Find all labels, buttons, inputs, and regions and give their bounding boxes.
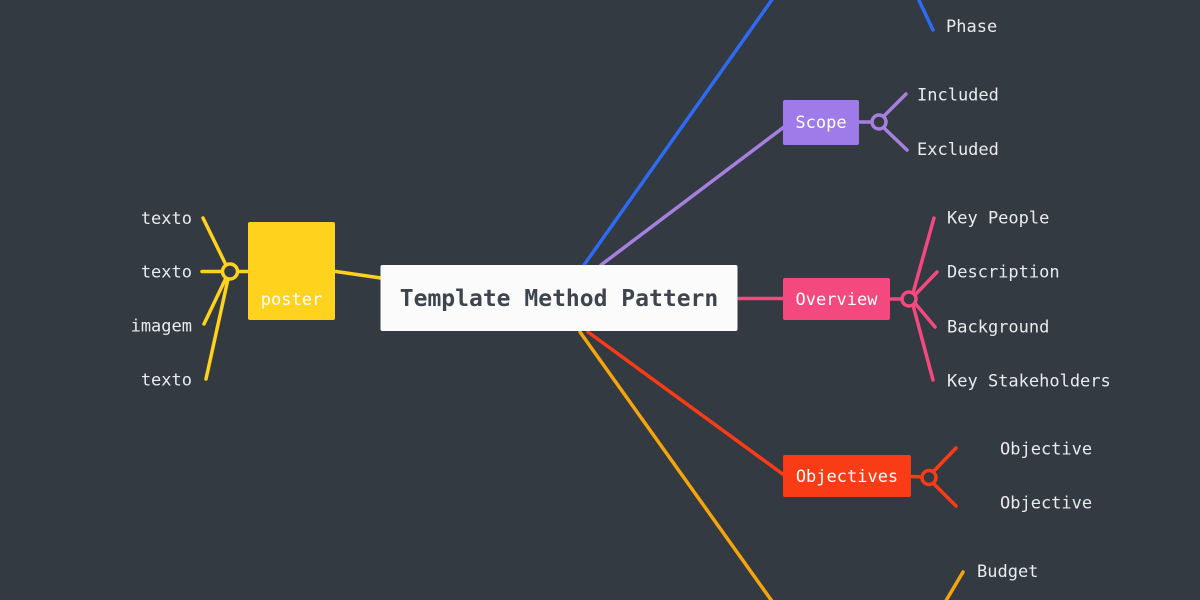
leaf-key-people[interactable]: Key People — [947, 209, 1049, 229]
objectives-junction-toggle[interactable] — [920, 468, 938, 487]
edge-poster-texto-3 — [204, 277, 230, 381]
scope-junction-toggle[interactable] — [870, 113, 888, 131]
objectives-node-label: Objectives — [796, 467, 898, 487]
leaf-texto-3[interactable]: texto — [141, 371, 192, 391]
edge-root-scope — [599, 125, 786, 267]
edge-poster-imagem — [202, 276, 228, 326]
leaf-objective-1[interactable]: Objective — [1000, 440, 1092, 460]
edge-overview-description — [912, 270, 939, 298]
edge-objectives-objective-2 — [931, 481, 958, 508]
edge-objectives-objective-1 — [931, 446, 958, 474]
edge-overview-key-stakeholders — [911, 303, 935, 382]
edge-root-objectives — [586, 330, 786, 477]
edge-phase-leaf — [916, 0, 935, 32]
objectives-node[interactable] — [783, 455, 911, 497]
overview-junction-toggle[interactable] — [900, 290, 918, 308]
edge-budget-leaf — [944, 570, 965, 600]
edge-scope-included — [882, 92, 908, 118]
leaf-objective-2[interactable]: Objective — [1000, 494, 1092, 514]
edge-overview-background — [912, 300, 937, 329]
root-node-label: Template Method Pattern — [400, 286, 719, 312]
scope-node[interactable] — [783, 100, 859, 145]
edge-root-phase-branch — [582, 0, 774, 267]
edge-poster-texto-1 — [201, 216, 228, 267]
leaf-texto-1[interactable]: texto — [141, 209, 192, 229]
leaf-excluded[interactable]: Excluded — [917, 140, 999, 160]
scope-node-label: Scope — [795, 113, 846, 133]
poster-node-label: poster — [261, 290, 322, 310]
leaf-budget[interactable]: Budget — [977, 562, 1038, 582]
edge-root-poster — [334, 269, 383, 280]
leaf-background[interactable]: Background — [947, 318, 1049, 338]
leaf-description[interactable]: Description — [947, 263, 1060, 283]
leaf-phase[interactable]: Phase — [946, 17, 997, 37]
overview-node[interactable] — [783, 278, 890, 320]
leaf-imagem[interactable]: imagem — [131, 317, 192, 337]
edge-overview-key-people — [911, 216, 936, 295]
poster-node[interactable] — [248, 222, 335, 320]
root-node[interactable] — [380, 265, 738, 331]
leaf-included[interactable]: Included — [917, 86, 999, 106]
edge-scope-excluded — [882, 126, 909, 152]
overview-node-label: Overview — [796, 290, 879, 310]
leaf-key-stakeholders[interactable]: Key Stakeholders — [947, 372, 1111, 392]
leaf-texto-2[interactable]: texto — [141, 263, 192, 283]
edge-root-budget-branch — [578, 330, 774, 600]
poster-junction-toggle[interactable] — [220, 262, 240, 281]
